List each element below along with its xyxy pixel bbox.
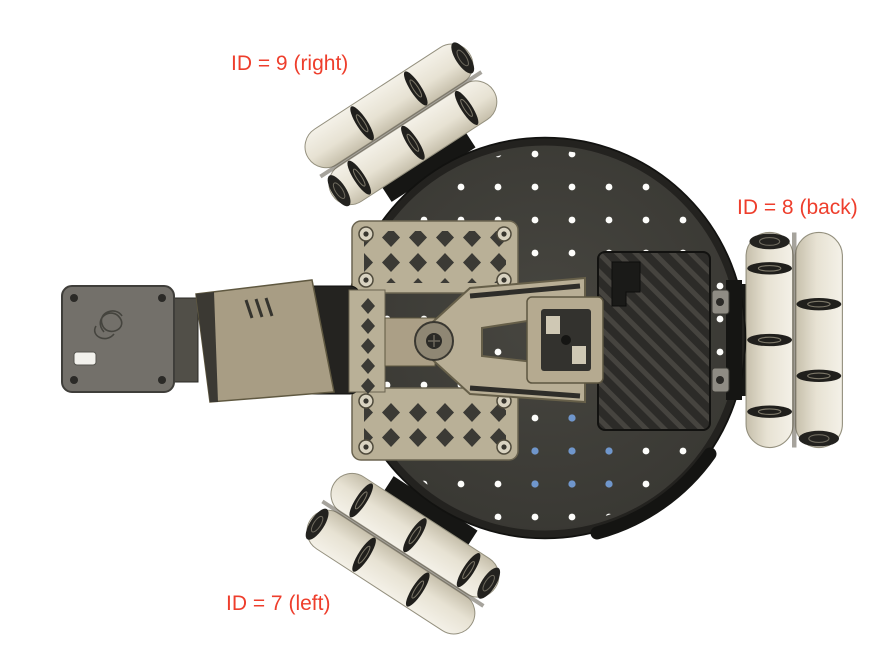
under-chassis-arc	[590, 447, 717, 540]
label-wheel-9: ID = 9 (right)	[231, 52, 349, 75]
heatsink	[597, 251, 711, 431]
logo-engraving	[93, 310, 123, 340]
label-wheel-7: ID = 7 (left)	[226, 592, 331, 615]
motor-tab	[711, 289, 730, 315]
connector-block	[611, 261, 641, 307]
mounting-plate-bottom	[351, 387, 519, 461]
forearm-link	[195, 279, 335, 403]
gripper-plate	[61, 285, 175, 393]
robot-arm	[61, 276, 604, 404]
label-slot	[73, 351, 97, 366]
wheel-bracket-back	[711, 280, 742, 400]
screws	[358, 226, 512, 288]
arm-carriage	[526, 296, 604, 384]
motor-tab	[711, 367, 730, 393]
label-wheel-8: ID = 8 (back)	[737, 196, 858, 219]
screws	[358, 393, 512, 455]
rail-plate	[348, 289, 386, 394]
mounting-plate-top	[351, 220, 519, 294]
arm-joint	[414, 321, 454, 361]
